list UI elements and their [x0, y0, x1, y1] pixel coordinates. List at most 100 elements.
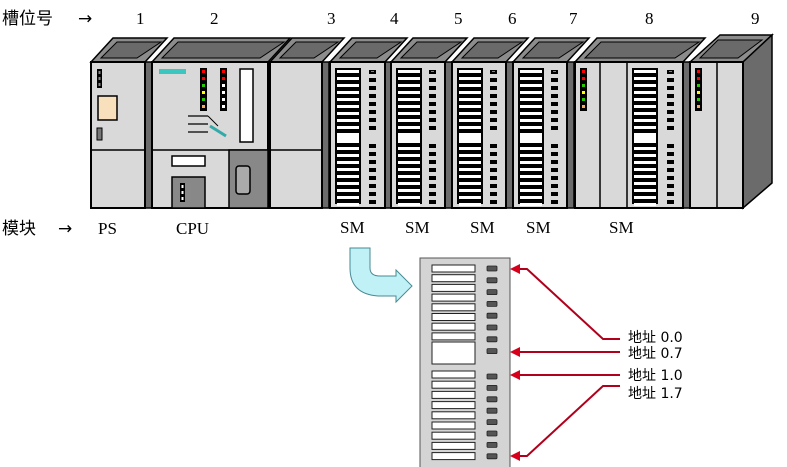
slot-number-4: 4	[390, 9, 399, 28]
module-top-recess	[160, 41, 286, 59]
key-switch-icon	[209, 124, 227, 138]
status-led	[222, 98, 225, 101]
channel-led	[486, 373, 498, 380]
label-slot	[398, 98, 420, 101]
status-led	[222, 70, 225, 73]
label-slot	[337, 84, 359, 87]
label-slot	[431, 421, 476, 430]
led-strip	[580, 68, 587, 111]
channel-led	[551, 152, 558, 156]
channel-led	[369, 110, 376, 114]
label-slot	[398, 154, 420, 157]
label-slot	[459, 168, 481, 171]
label-slot	[520, 161, 542, 164]
label-slot	[431, 322, 476, 331]
channel-led	[486, 396, 498, 403]
channel-led	[369, 144, 376, 148]
label-slot	[337, 175, 359, 178]
label-slot	[337, 154, 359, 157]
label-slot	[634, 126, 656, 129]
channel-led	[551, 94, 558, 98]
module-label-sm: SM	[526, 218, 551, 237]
label-slot	[431, 293, 476, 302]
module-side	[444, 61, 453, 209]
channel-led	[667, 184, 674, 188]
channel-led	[551, 144, 558, 148]
module-top-recess	[399, 41, 463, 59]
module-cpu	[150, 37, 292, 209]
status-led	[492, 71, 495, 72]
status-led	[553, 71, 556, 72]
label-slot	[459, 112, 481, 115]
address-arrows	[516, 268, 620, 457]
label-slot	[337, 196, 359, 199]
module-ps	[89, 37, 169, 209]
label-slot	[634, 91, 656, 94]
label-slot	[520, 147, 542, 150]
channel-led	[667, 152, 674, 156]
channel-led	[486, 441, 498, 448]
status-led	[222, 91, 225, 94]
label-slot	[398, 105, 420, 108]
status-led	[222, 77, 225, 80]
label-slot	[634, 175, 656, 178]
module-label-cpu: CPU	[176, 219, 209, 238]
channel-led	[486, 300, 498, 307]
status-led	[202, 91, 205, 94]
signal-module	[511, 37, 591, 209]
channel-led	[429, 118, 436, 122]
led-strip	[200, 68, 207, 111]
label-slot	[398, 203, 420, 206]
label-slot	[634, 147, 656, 150]
channel-led	[369, 192, 376, 196]
label-slot	[431, 274, 476, 283]
label-slot	[337, 77, 359, 80]
label-slot	[634, 119, 656, 122]
slot-number-8: 8	[645, 9, 654, 28]
module-top-recess	[99, 41, 163, 59]
module-top-recess	[338, 41, 403, 59]
module-row-arrow: →	[58, 219, 72, 239]
arrowheads	[510, 264, 520, 461]
label-slot	[398, 77, 420, 80]
channel-led	[429, 152, 436, 156]
status-led	[202, 77, 205, 80]
status-led	[697, 91, 700, 94]
power-switch	[96, 127, 103, 141]
channel-led	[551, 118, 558, 122]
status-led	[202, 105, 205, 108]
channel-led	[551, 102, 558, 106]
status-led	[582, 70, 585, 73]
label-slot	[398, 112, 420, 115]
label-slot	[520, 203, 542, 206]
module-top-recess	[521, 41, 585, 59]
address-label-1-0: 地址 1.0	[628, 368, 683, 384]
status-led	[697, 105, 700, 108]
status-led	[181, 191, 184, 194]
channel-led	[369, 160, 376, 164]
status-led	[222, 105, 225, 108]
slot-number-1: 1	[136, 9, 145, 28]
channel-led	[486, 289, 498, 296]
label-slot	[431, 390, 476, 399]
label-slot	[337, 98, 359, 101]
label-slot	[520, 175, 542, 178]
label-slot	[634, 168, 656, 171]
label-slot	[398, 119, 420, 122]
label-slot	[459, 175, 481, 178]
module-side	[505, 61, 514, 209]
channel-led	[667, 168, 674, 172]
label-slot	[431, 452, 476, 461]
module-side	[321, 61, 330, 209]
label-slot	[520, 70, 542, 73]
label-slot	[398, 196, 420, 199]
label-slot	[337, 126, 359, 129]
signal-module	[450, 37, 530, 209]
status-led	[582, 105, 585, 108]
address-label-0-7: 地址 0.7	[628, 346, 683, 362]
status-led	[202, 84, 205, 87]
status-led	[202, 98, 205, 101]
label-slot	[520, 126, 542, 129]
channel-led	[429, 94, 436, 98]
